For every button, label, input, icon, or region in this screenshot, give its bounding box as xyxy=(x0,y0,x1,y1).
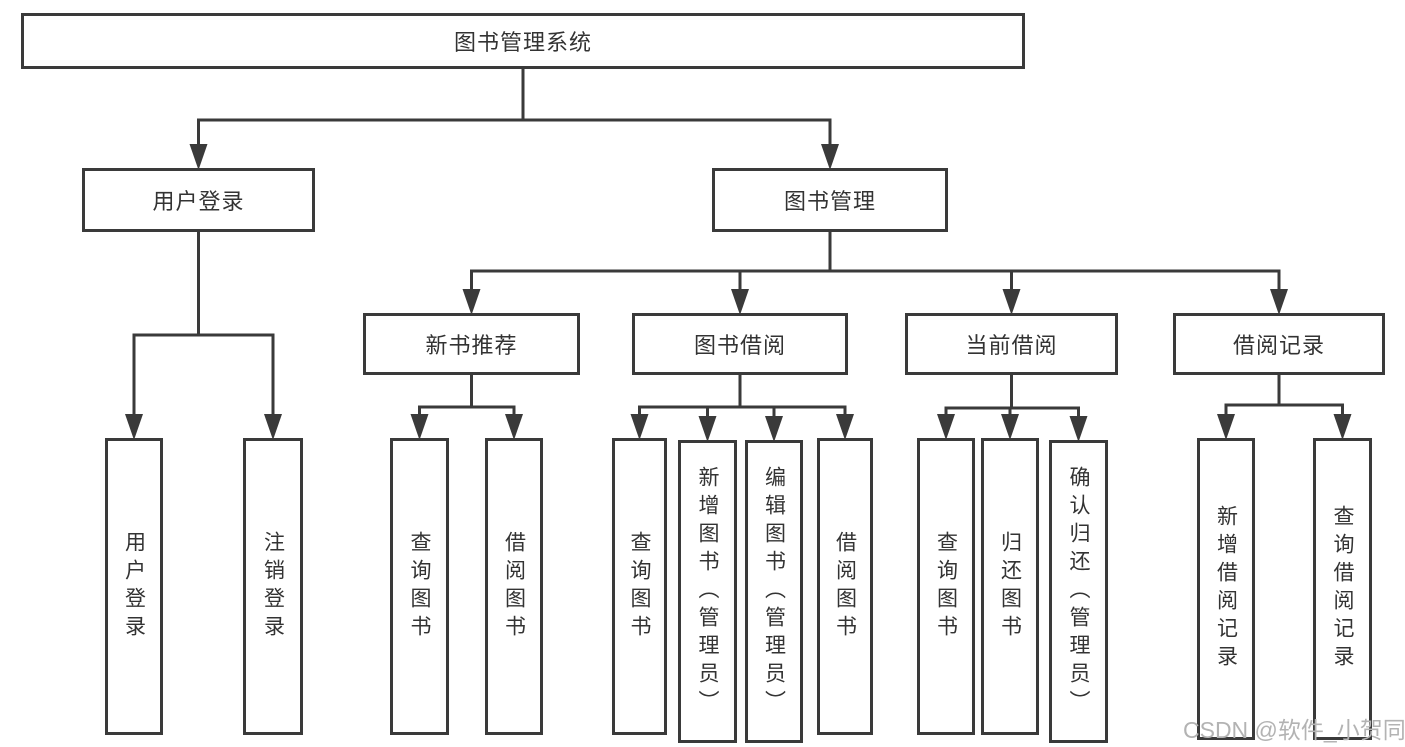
node-label: 注销登录 xyxy=(261,530,285,643)
node-book-borrow: 图书借阅 xyxy=(632,313,848,375)
node-current-borrow: 当前借阅 xyxy=(905,313,1118,375)
node-user-login: 用户登录 xyxy=(82,168,315,232)
node-label: 图书借阅 xyxy=(693,333,786,358)
node-label: 借阅图书 xyxy=(833,530,857,643)
node-label: 编辑图书（管理员） xyxy=(762,465,786,718)
node-label: 查询图书 xyxy=(934,530,958,643)
node-label: 新增借阅记录 xyxy=(1214,505,1238,673)
node-bb-add: 新增图书（管理员） xyxy=(678,440,737,743)
node-book-mgmt: 图书管理 xyxy=(712,168,948,232)
node-label: 借阅记录 xyxy=(1232,333,1325,358)
node-br-query: 查询借阅记录 xyxy=(1313,438,1372,740)
node-label: 新增图书（管理员） xyxy=(696,465,719,718)
node-label: 查询借阅记录 xyxy=(1331,505,1354,673)
node-bb-query: 查询图书 xyxy=(612,438,667,735)
node-label: 图书管理系统 xyxy=(453,30,592,55)
node-ul-logout: 注销登录 xyxy=(243,438,303,735)
node-new-books: 新书推荐 xyxy=(363,313,580,375)
node-label: 查询图书 xyxy=(408,530,431,643)
node-br-add: 新增借阅记录 xyxy=(1197,438,1255,740)
node-bb-edit: 编辑图书（管理员） xyxy=(745,440,803,743)
node-label: 查询图书 xyxy=(628,530,651,643)
node-nb-borrow: 借阅图书 xyxy=(485,438,543,735)
node-label: 用户登录 xyxy=(152,189,245,214)
node-label: 借阅图书 xyxy=(502,530,526,643)
node-label: 新书推荐 xyxy=(425,333,518,358)
node-label: 图书管理 xyxy=(783,189,876,214)
node-label: 确认归还（管理员） xyxy=(1067,465,1090,718)
node-root: 图书管理系统 xyxy=(21,13,1025,69)
node-label: 当前借阅 xyxy=(965,333,1058,358)
node-ul-login: 用户登录 xyxy=(105,438,163,735)
node-nb-query: 查询图书 xyxy=(390,438,449,735)
node-cb-confirm: 确认归还（管理员） xyxy=(1049,440,1108,743)
node-label: 归还图书 xyxy=(998,530,1022,643)
node-cb-query: 查询图书 xyxy=(917,438,975,735)
node-bb-borrow: 借阅图书 xyxy=(817,438,873,735)
node-label: 用户登录 xyxy=(122,530,146,643)
node-cb-return: 归还图书 xyxy=(981,438,1039,735)
node-borrow-records: 借阅记录 xyxy=(1173,313,1385,375)
